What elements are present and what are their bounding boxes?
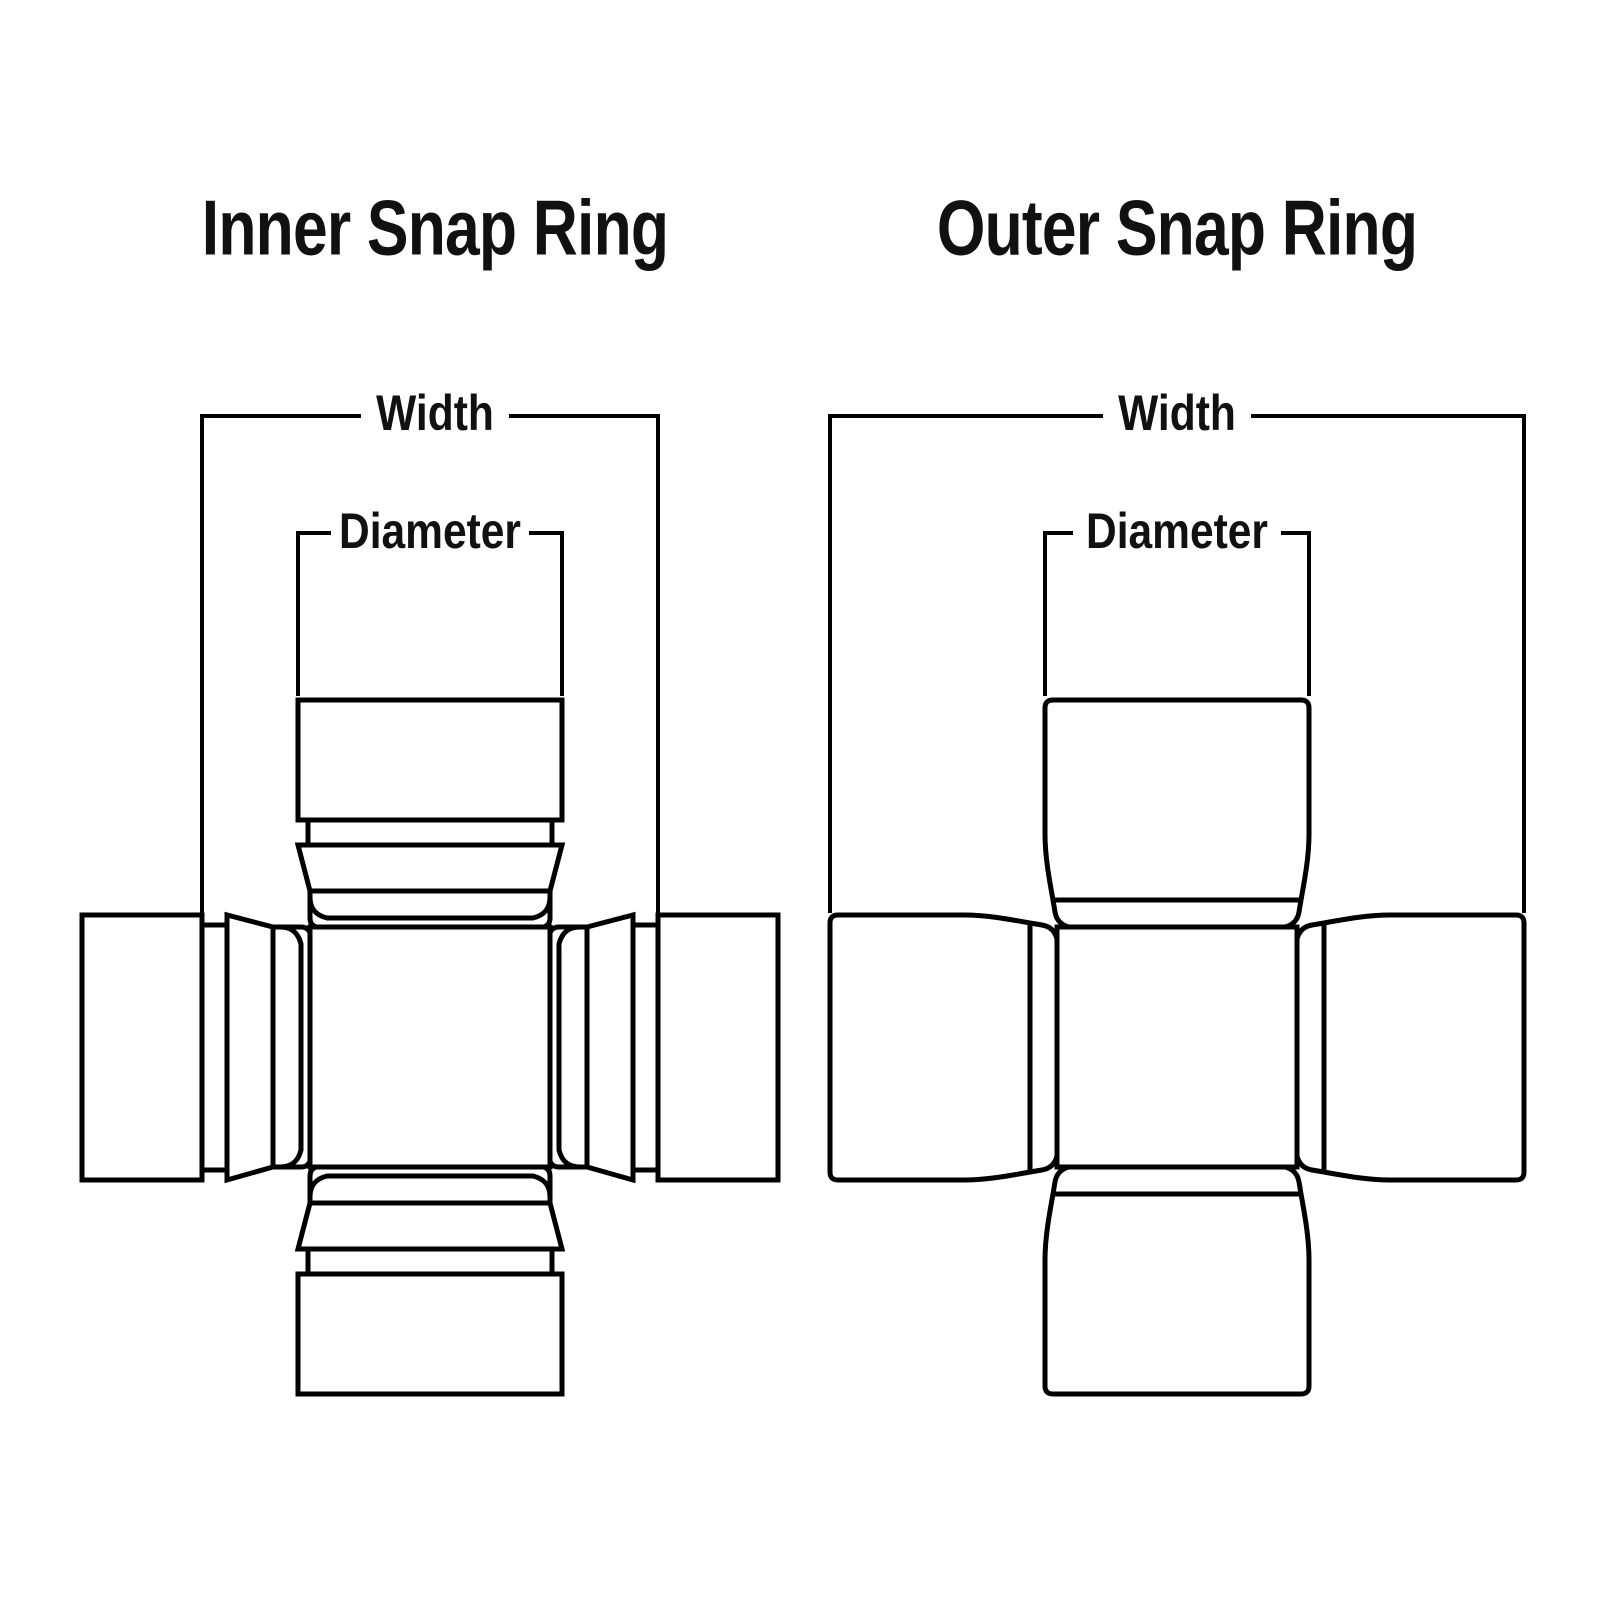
outer-snap-ring-figure <box>827 414 1527 1397</box>
inner-diameter-label: Diameter <box>335 502 525 560</box>
inner-arm-top-groove-lines <box>298 817 562 921</box>
outer-figure-title: Outer Snap Ring <box>936 183 1418 272</box>
inner-arm-left <box>79 911 313 1184</box>
inner-width-dimension-bracket <box>200 414 660 913</box>
inner-figure-title: Inner Snap Ring <box>201 183 669 272</box>
inner-arm-right-groove-lines <box>556 915 661 1180</box>
inner-diameter-dimension-bracket <box>296 531 564 696</box>
outer-diameter-label: Diameter <box>1082 502 1272 560</box>
outer-width-dimension-bracket <box>828 414 1526 913</box>
outer-arm-left <box>827 912 1060 1183</box>
inner-arm-left-groove-lines <box>199 915 304 1180</box>
inner-arm-right <box>547 911 781 1184</box>
outer-diameter-dimension-bracket <box>1043 531 1311 696</box>
outer-body-square <box>1054 924 1300 1170</box>
outer-arm-right <box>1294 912 1527 1183</box>
inner-arm-bottom-groove-lines <box>298 1173 562 1277</box>
inner-arm-bottom <box>294 1164 566 1397</box>
inner-snap-ring-figure <box>79 414 781 1397</box>
inner-arm-top <box>294 697 566 930</box>
outer-width-label: Width <box>1114 384 1240 442</box>
inner-body-square <box>307 924 553 1170</box>
outer-arm-bottom <box>1042 1164 1312 1397</box>
outer-arm-top <box>1042 697 1312 930</box>
inner-width-label: Width <box>372 384 498 442</box>
